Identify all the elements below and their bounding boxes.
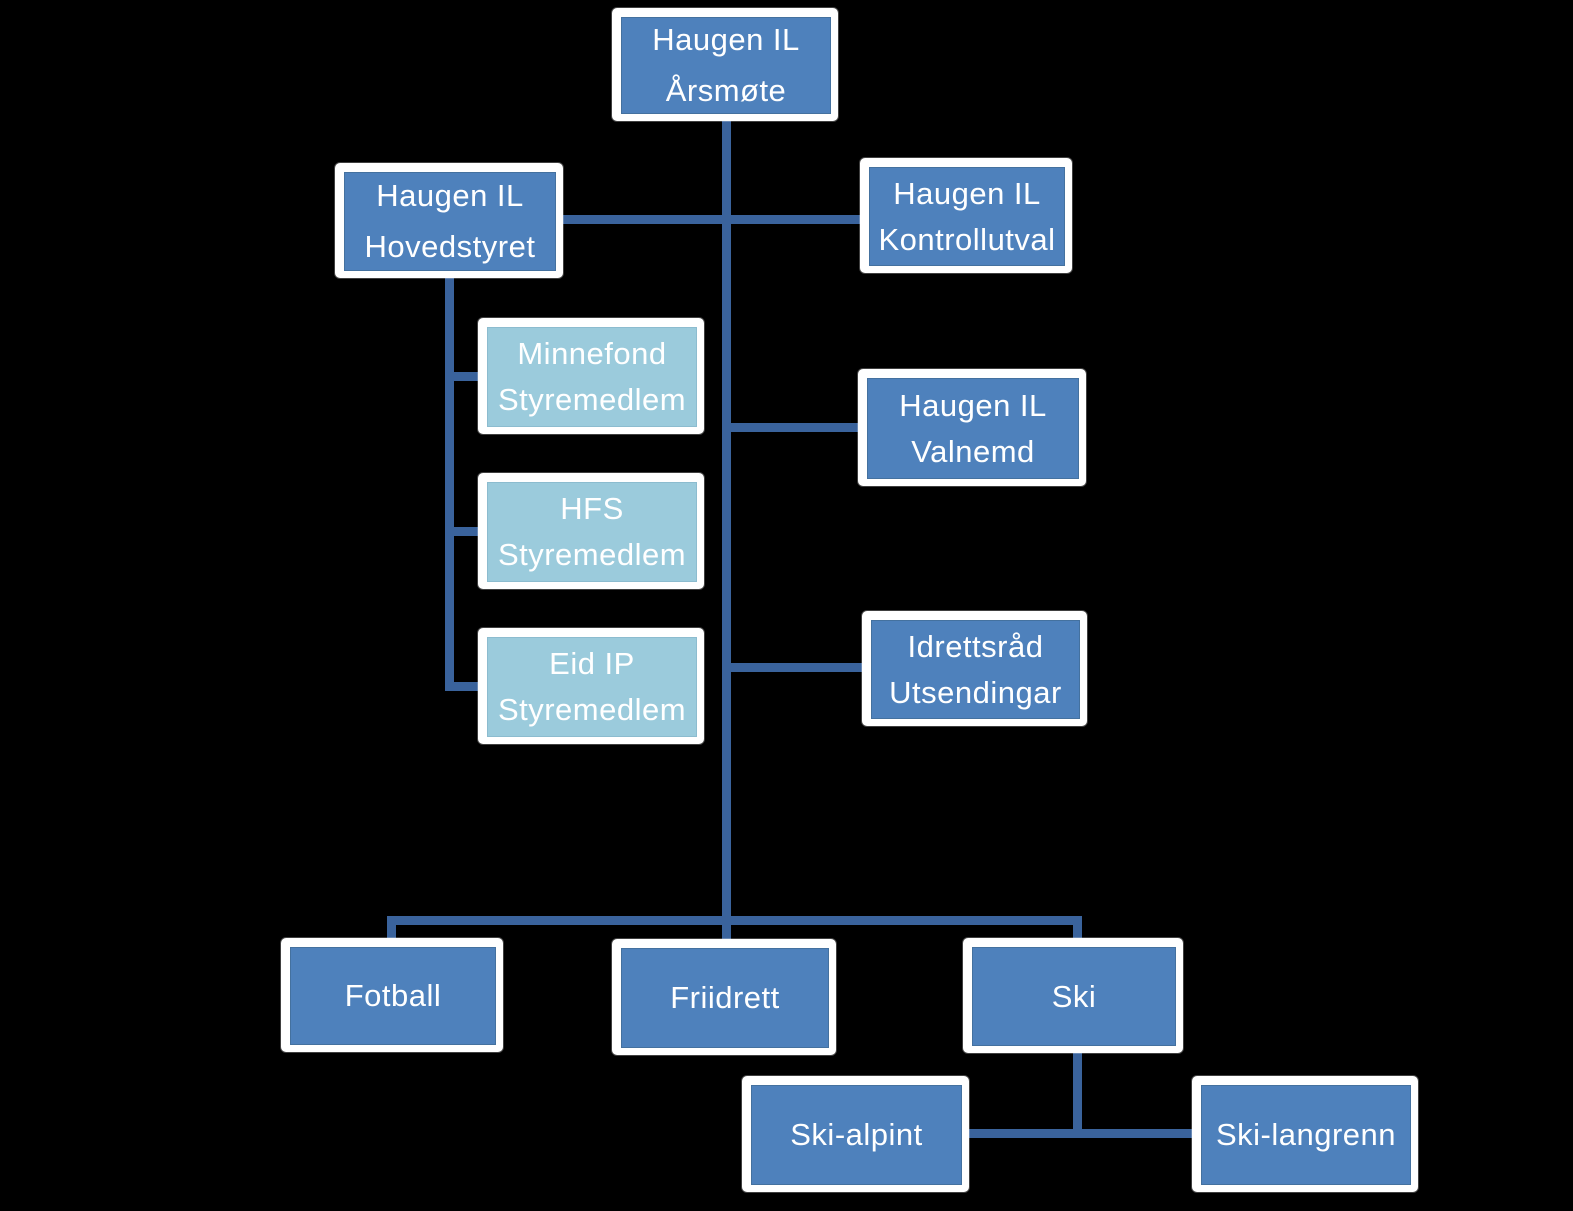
node-arsmote-line1: Haugen IL — [652, 22, 800, 58]
node-fotball: Fotball — [281, 938, 503, 1052]
node-hfs-line1: HFS — [560, 491, 624, 527]
node-hovedstyret-line2: Hovedstyret — [364, 228, 536, 264]
node-friidrett-label: Friidrett — [670, 980, 780, 1016]
node-valnemd: Haugen IL Valnemd — [858, 369, 1086, 486]
node-ski-label: Ski — [1051, 978, 1097, 1014]
connector-fotball-stub — [387, 916, 396, 942]
node-minnefond-line2: Styremedlem — [497, 382, 687, 417]
node-kontrollutval-line1: Haugen IL — [893, 175, 1041, 211]
node-ski-langrenn: Ski-langrenn — [1192, 1076, 1418, 1192]
node-hfs: HFS Styremedlem — [478, 473, 704, 589]
connector-bottom-horizontal — [387, 916, 1082, 925]
node-hovedstyret: Haugen IL Hovedstyret — [335, 163, 563, 278]
node-minnefond-line1: Minnefond — [517, 336, 667, 372]
node-eid-ip-line1: Eid IP — [549, 646, 635, 682]
node-ski-langrenn-label: Ski-langrenn — [1215, 1117, 1397, 1153]
connector-hovedstyret-kontrollutval — [561, 215, 860, 224]
connector-hovedstyret-branch-vertical — [445, 278, 454, 691]
connector-eid-ip-stub — [445, 682, 481, 691]
node-ski-alpint: Ski-alpint — [742, 1076, 969, 1192]
connector-ski-sub-vertical — [1073, 1051, 1082, 1133]
connector-trunk-vertical — [722, 120, 731, 943]
node-idrettsrad-line1: Idrettsråd — [907, 628, 1044, 664]
node-kontrollutval: Haugen IL Kontrollutval — [860, 158, 1072, 273]
node-friidrett: Friidrett — [612, 939, 836, 1055]
node-kontrollutval-line2: Kontrollutval — [878, 221, 1056, 257]
node-minnefond: Minnefond Styremedlem — [478, 318, 704, 434]
node-fotball-label: Fotball — [344, 978, 442, 1014]
connector-hfs-stub — [445, 527, 481, 536]
node-eid-ip-line2: Styremedlem — [497, 692, 687, 727]
node-ski: Ski — [963, 938, 1183, 1053]
node-ski-alpint-label: Ski-alpint — [790, 1117, 923, 1153]
connector-ski-sub-horizontal — [967, 1129, 1193, 1138]
node-idrettsrad-line2: Utsendingar — [889, 674, 1062, 710]
node-hfs-line2: Styremedlem — [497, 537, 687, 572]
node-valnemd-line1: Haugen IL — [899, 387, 1047, 423]
connector-ski-stub — [1073, 916, 1082, 942]
node-valnemd-line2: Valnemd — [911, 433, 1035, 469]
connector-idrettsrad-stub — [728, 663, 862, 672]
node-idrettsrad: Idrettsråd Utsendingar — [862, 611, 1087, 726]
node-arsmote-line2: Årsmøte — [665, 72, 787, 108]
node-eid-ip: Eid IP Styremedlem — [478, 628, 704, 744]
connector-minnefond-stub — [445, 372, 481, 381]
node-hovedstyret-line1: Haugen IL — [376, 178, 524, 214]
connector-valnemd-stub — [728, 423, 858, 432]
node-arsmote: Haugen IL Årsmøte — [612, 8, 838, 121]
